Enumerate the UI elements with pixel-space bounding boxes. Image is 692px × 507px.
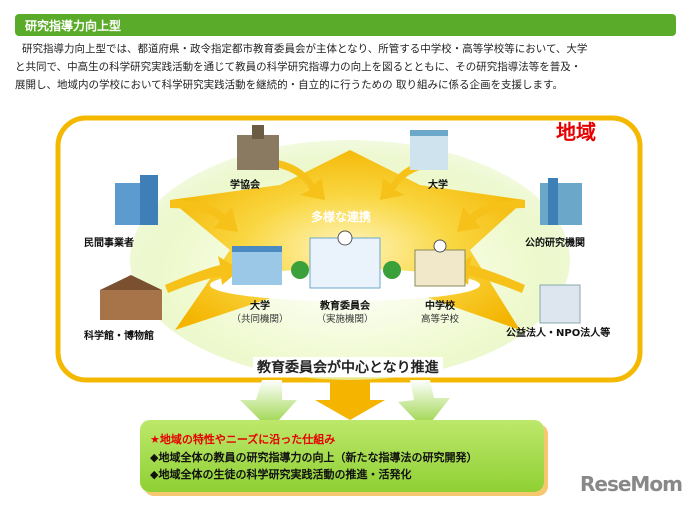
section-title: 研究指導力向上型 (25, 19, 122, 33)
center-caption: 教育委員会が中心となり推進 (253, 357, 443, 377)
section-title-bar: 研究指導力向上型 (15, 14, 676, 36)
outcome-arrows (240, 380, 450, 430)
outcome-box (140, 420, 544, 492)
partner-academic-society: 学協会 (230, 180, 260, 191)
core-university: 大学 (250, 301, 270, 312)
partner-public-research: 公的研究機関 (525, 238, 585, 249)
core-board-of-education: 教育委員会 (320, 301, 370, 312)
partner-university: 大学 (428, 180, 448, 191)
partner-npo: 公益法人・NPO法人等 (506, 328, 611, 339)
core-junior-high: 中学校 (425, 301, 455, 312)
outcome-item: ◆地域全体の教員の研究指導力の向上（新たな指導法の研究開発） (150, 451, 478, 464)
core-high-school: 高等学校 (420, 314, 459, 325)
resemom-logo: ReseMom (580, 472, 683, 496)
collaboration-label: 多様な連携 (311, 210, 372, 224)
core-university-role: （共同機関） (231, 314, 289, 325)
description-line: 研究指導力向上型では、都道府県・政令指定都市教育委員会が主体となり、所管する中学… (22, 43, 588, 55)
outcome-heading: ★地域の特性やニーズに沿った仕組み (150, 433, 336, 446)
description-line: 展開し、地域内の学校において科学研究実践活動を継続的・自立的に行うための 取り組… (15, 79, 563, 91)
partner-museum: 科学館・博物館 (84, 331, 154, 342)
description-line: と共同で、中高生の科学研究実践活動を通じて教員の科学研究指導力の向上を図るととも… (15, 61, 582, 73)
building-icons (100, 125, 582, 324)
region-label: 地域 (556, 120, 596, 144)
partner-private-business: 民間事業者 (84, 238, 134, 249)
outcome-item: ◆地域全体の生徒の科学研究実践活動の推進・活発化 (150, 468, 412, 481)
core-board-role: （実施機関） (316, 314, 374, 325)
